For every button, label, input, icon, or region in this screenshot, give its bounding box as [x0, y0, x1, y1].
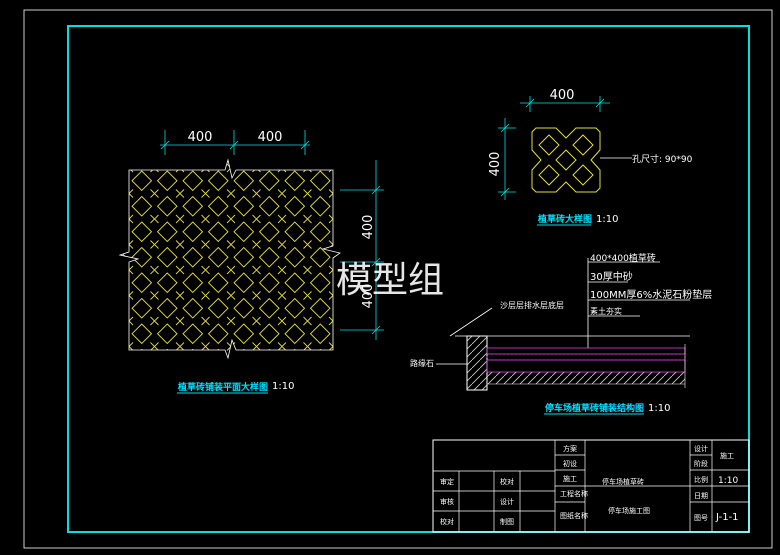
curb-stone	[466, 335, 488, 391]
plan-dims-right	[340, 160, 384, 340]
paving-plan: 400 400 400 400 植草砖铺装平面大样图 1:10	[118, 130, 384, 394]
watermark: 模型组	[336, 260, 444, 301]
concrete-layer	[486, 359, 686, 373]
tb-mid-top-3: 施工	[563, 474, 577, 483]
plan-pattern-area	[118, 158, 341, 360]
plan-title-scale: 1:10	[272, 381, 294, 392]
tb-left-label-2: 审核	[440, 497, 454, 506]
brick-title-scale: 1:10	[596, 214, 618, 225]
brick-dims	[498, 96, 610, 200]
tb-mid-label-2: 图纸名称	[560, 511, 588, 520]
layer-label-3: 100MM厚6%水泥石粉垫层	[590, 288, 712, 301]
section-title-scale: 1:10	[648, 403, 670, 414]
curb-label: 路缘石	[410, 358, 434, 368]
plan-dims-top	[160, 130, 310, 155]
brick-dim-left: 400	[488, 152, 503, 177]
layer-callout-lines	[587, 258, 690, 348]
tb-mid-label-1: 工程名称	[560, 489, 588, 498]
tb-drawing-no: J-1-1	[715, 512, 739, 523]
plan-dim-top-1: 400	[188, 130, 213, 145]
tb-right-label-3: 比例	[694, 475, 708, 484]
tb-mid-top-1: 方案	[563, 444, 577, 453]
brick-holes	[538, 134, 594, 186]
tb-right-label-4: 日期	[694, 492, 708, 500]
tb-stage: 施工	[720, 451, 734, 460]
brick-outline	[531, 127, 601, 193]
tb-left2-label-1: 校对	[500, 477, 514, 486]
section-detail: 400*400植草砖 30厚中砂 100MM厚6%水泥石粉垫层 素土夯实 沙层层…	[410, 252, 712, 415]
tb-mid-top-2: 初设	[563, 459, 577, 468]
section-title: 停车场植草砖铺装结构图	[545, 402, 644, 414]
plan-dim-top-2: 400	[258, 130, 283, 145]
tb-left-label-3: 校对	[440, 517, 454, 526]
inner-frame	[67, 25, 750, 533]
layer-label-2: 30厚中砂	[590, 270, 633, 283]
tb-project-name: 停车场植草砖	[602, 477, 644, 486]
tb-left-label-1: 审定	[440, 477, 454, 486]
title-block-text: 审定 审核 校对 校对 设计 制图 方案 初设 施工 工程名称 图纸名称 停车场…	[440, 444, 739, 526]
tb-drawing-name: 停车场施工图	[608, 506, 650, 515]
layer-label-4: 素土夯实	[590, 306, 622, 316]
brick-detail: 400 400 孔尺寸: 90*90 植草砖大样图 1:10	[488, 88, 693, 226]
tb-left2-label-2: 设计	[500, 497, 514, 506]
outer-border	[23, 9, 773, 549]
grass-brick-layer	[486, 347, 686, 355]
layer-label-1: 400*400植草砖	[590, 252, 656, 264]
plan-dim-right-1: 400	[361, 215, 376, 240]
compacted-soil-layer	[487, 372, 685, 384]
plan-title: 植草砖铺装平面大样图	[177, 381, 268, 393]
brick-title: 植草砖大样图	[537, 213, 592, 225]
tb-right-label-1: 设计	[694, 444, 708, 453]
brick-dim-top: 400	[550, 88, 575, 103]
tb-right-label-5: 图号	[694, 514, 708, 522]
tb-right-label-2: 阶段	[694, 459, 708, 468]
plan-dim-right-2: 400	[361, 284, 376, 309]
title-block	[432, 439, 750, 533]
tb-left2-label-3: 制图	[500, 517, 514, 526]
left-note-leader	[449, 307, 493, 337]
sand-layer	[486, 353, 686, 361]
tb-scale: 1:10	[718, 476, 738, 486]
left-note: 沙层层排水层底层	[500, 300, 564, 310]
brick-hole-note: 孔尺寸: 90*90	[632, 153, 693, 165]
